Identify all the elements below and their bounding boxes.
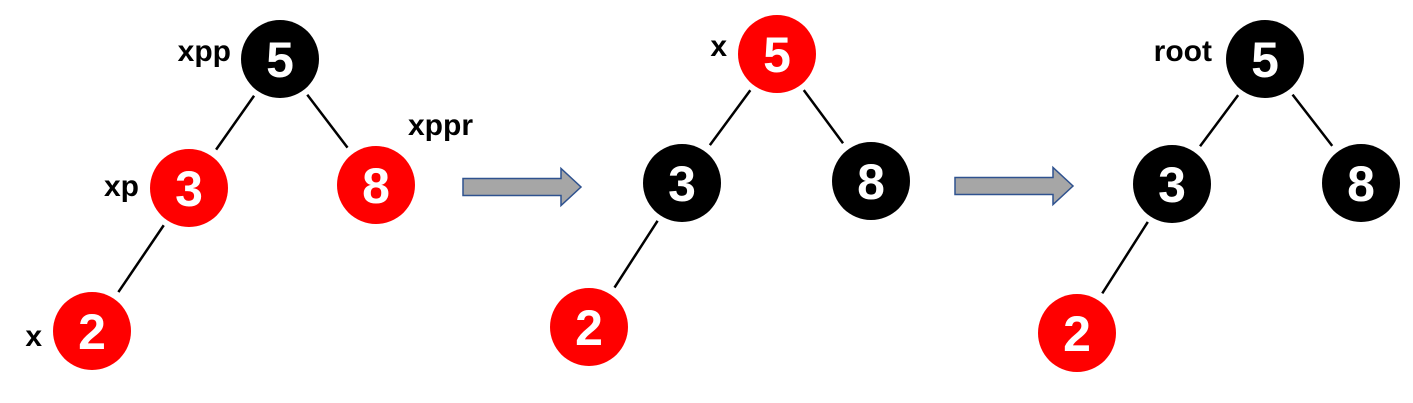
- node-pointer-label: x: [710, 30, 727, 63]
- node-value: 3: [175, 161, 203, 217]
- node-circle-red: [1038, 294, 1116, 372]
- node-circle-black: [1226, 20, 1304, 98]
- node-circle-red: [337, 146, 415, 224]
- tree-node-2: 2: [1038, 294, 1116, 372]
- tree-node-3: 3: [643, 144, 721, 222]
- right-arrow-icon: [954, 165, 1075, 207]
- node-value: 3: [668, 156, 696, 212]
- tree-edge-5-3: [215, 95, 256, 151]
- tree-node-5: 5: [241, 20, 319, 98]
- tree-node-2: 2: [53, 292, 131, 370]
- node-circle-red: [738, 15, 816, 93]
- node-circle-black: [832, 142, 910, 220]
- tree-node-8: 8: [1322, 144, 1400, 222]
- node-value: 5: [763, 27, 791, 83]
- edges-layer: [117, 89, 1334, 295]
- node-value: 8: [857, 154, 885, 210]
- node-pointer-label: xppr: [408, 109, 473, 142]
- node-value: 8: [362, 158, 390, 214]
- node-value: 8: [1347, 156, 1375, 212]
- tree-node-5: 5: [1226, 20, 1304, 98]
- node-circle-red: [150, 149, 228, 227]
- tree-edge-5-8: [306, 94, 349, 149]
- node-value: 5: [1251, 32, 1279, 88]
- node-circle-black: [1322, 144, 1400, 222]
- node-value: 2: [78, 304, 106, 360]
- node-value: 3: [1158, 157, 1186, 213]
- tree-edge-5-3: [708, 89, 752, 146]
- node-pointer-label: x: [25, 320, 42, 353]
- node-pointer-label: xp: [104, 170, 139, 203]
- node-pointer-label: root: [1154, 35, 1212, 68]
- tree-node-5: 5: [738, 15, 816, 93]
- tree-edge-5-3: [1199, 94, 1240, 148]
- tree-edge-5-8: [802, 89, 845, 144]
- tree-edge-3-2: [613, 220, 659, 289]
- tree-node-3: 3: [1133, 145, 1211, 223]
- arrows-layer: [462, 165, 1075, 208]
- node-circle-red: [550, 288, 628, 366]
- node-pointer-label: xpp: [178, 35, 231, 68]
- tree-edge-3-2: [117, 224, 165, 293]
- tree-node-3: 3: [150, 149, 228, 227]
- node-value: 5: [266, 32, 294, 88]
- node-value: 2: [1063, 306, 1091, 362]
- right-arrow-icon: [462, 166, 583, 208]
- tree-edge-3-2: [1101, 221, 1149, 295]
- tree-edge-5-8: [1291, 93, 1334, 147]
- node-circle-red: [53, 292, 131, 370]
- node-value: 2: [575, 300, 603, 356]
- tree-node-8: 8: [337, 146, 415, 224]
- tree-node-2: 2: [550, 288, 628, 366]
- nodes-layer: 5 xpp 3 xp 8 xppr 2 x 5 x 3 8 2 5 root 3 8 2: [25, 15, 1400, 372]
- node-circle-black: [241, 20, 319, 98]
- node-circle-black: [643, 144, 721, 222]
- tree-node-8: 8: [832, 142, 910, 220]
- node-circle-black: [1133, 145, 1211, 223]
